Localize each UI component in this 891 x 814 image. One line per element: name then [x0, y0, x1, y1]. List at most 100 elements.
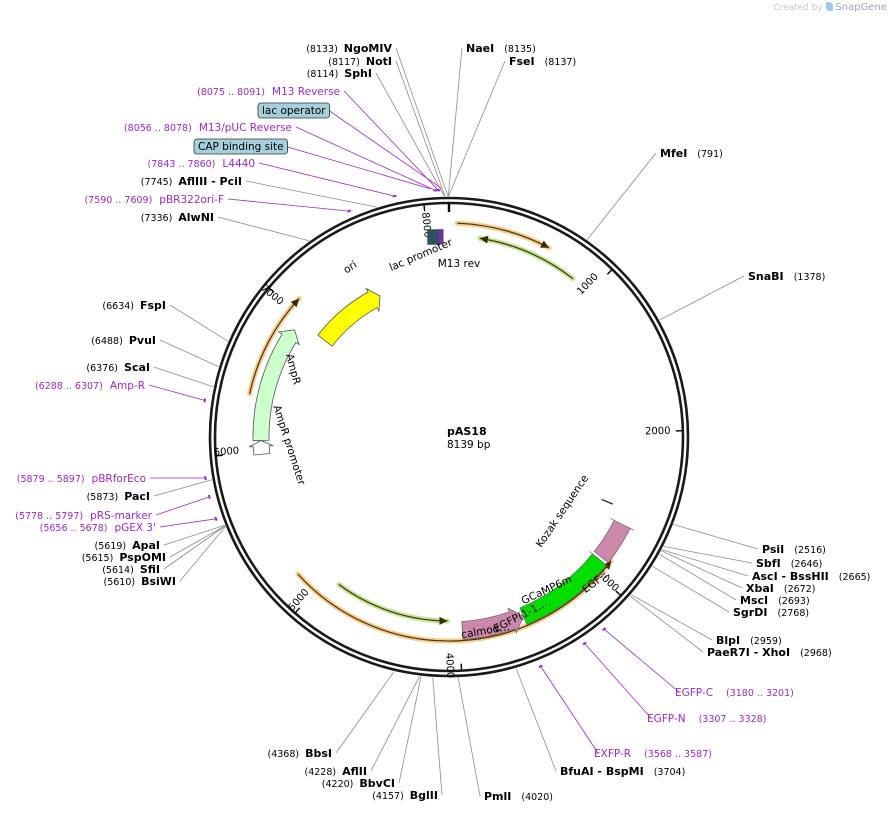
site-position: (2646) [791, 559, 823, 570]
primer-leader-line [155, 496, 210, 516]
site-name: PvuI [129, 334, 156, 347]
primer-mark [203, 398, 206, 403]
primer-mark [204, 476, 207, 481]
orf-arrowhead [439, 616, 448, 625]
site-name: NgoMIV [344, 42, 393, 55]
site-position: (791) [697, 149, 723, 160]
site-position: (4368) [268, 749, 300, 760]
site-leader-line [659, 553, 737, 601]
site-position: (4020) [521, 792, 553, 803]
site-name: BbsI [305, 747, 332, 760]
box-label-frame [257, 102, 330, 119]
site-position: (2672) [784, 584, 816, 595]
site-name: BlpI [716, 634, 740, 647]
calmodulin-arrow [461, 607, 524, 640]
site-leader-line [629, 595, 704, 653]
tick-mark [294, 607, 301, 614]
site-position: (5614) [102, 565, 134, 576]
box-label-text: lac operator [262, 105, 326, 117]
plasmid-name: pAS18 [447, 425, 487, 438]
primer-mark [392, 194, 397, 198]
primer-leader-line [295, 126, 436, 191]
site-leader-line [448, 60, 506, 197]
primer-name: Amp-R [110, 380, 145, 392]
primer-leader-line [343, 90, 439, 191]
site-name: PsiI [762, 543, 784, 556]
primer-range: (3307 .. 3328) [699, 714, 767, 725]
egfp-block [519, 551, 610, 625]
primer-range: (3180 .. 3201) [726, 688, 794, 699]
orf-arrowhead [479, 235, 489, 244]
site-name: AflII [342, 765, 367, 778]
site-leader-line [652, 565, 730, 613]
site-position: (2516) [794, 545, 826, 556]
primer-mark [214, 516, 218, 521]
site-leader-line [659, 275, 745, 321]
primer-range: (5778 .. 5797) [15, 511, 83, 522]
tick-label: 1000 [575, 271, 601, 297]
box-leader-line [329, 110, 442, 189]
ampr-promoter-label: AmpR promoter [270, 404, 307, 488]
site-name: XbaI [746, 582, 774, 595]
orf-line [338, 584, 448, 622]
site-leader-line [432, 677, 443, 796]
ampr-label: AmpR [283, 353, 303, 386]
site-name: BsiWI [141, 575, 176, 588]
box-label-text: CAP binding site [198, 141, 284, 153]
site-position: (6488) [91, 336, 123, 347]
primer-name: L4440 [222, 158, 255, 170]
tick-mark [423, 204, 426, 212]
primer-name: EGFP-N [647, 713, 686, 725]
site-leader-line [457, 677, 481, 797]
ampr-promoter-arrow [249, 440, 274, 456]
site-position: (4228) [305, 767, 337, 778]
primer-leader-line [603, 628, 680, 693]
site-leader-line [375, 72, 445, 197]
kozak-mark [601, 498, 614, 505]
site-name: SgrDI [733, 606, 767, 619]
site-position: (8135) [504, 44, 536, 55]
tick-label: 6000 [213, 446, 239, 459]
primer-range: (5656 .. 5678) [40, 523, 108, 534]
site-leader-line [631, 594, 713, 641]
primer-leader-line [159, 518, 216, 528]
primer-range: (8056 .. 8078) [124, 123, 192, 134]
primer-mark [207, 494, 211, 499]
site-name: SnaBI [748, 270, 784, 283]
tick-mark [615, 590, 622, 597]
primer-name: pGEX 3' [114, 522, 156, 534]
tick-mark [215, 454, 223, 457]
site-leader-line [245, 180, 377, 208]
site-name: AlwNI [178, 211, 214, 224]
primer-range: (6288 .. 6307) [35, 381, 103, 392]
site-leader-line [515, 668, 557, 772]
snapgene-logo-icon [825, 2, 833, 11]
primer-name: M13 Reverse [272, 86, 340, 98]
site-leader-line [159, 339, 219, 367]
plasmid-length: 8139 bp [447, 439, 491, 451]
primer-leader-line [258, 162, 395, 197]
site-leader-line [163, 525, 226, 570]
watermark-prefix: Created by [773, 3, 823, 13]
primer-mark [601, 627, 607, 632]
site-name: NaeI [466, 42, 494, 55]
primer-mark [346, 209, 352, 213]
orf-line [457, 222, 550, 249]
site-position: (2959) [750, 636, 782, 647]
site-leader-line [217, 216, 310, 242]
m13-rev-label: M13 rev [438, 258, 481, 270]
site-leader-line [153, 479, 212, 497]
site-position: (5610) [104, 577, 136, 588]
site-name: PacI [124, 490, 150, 503]
site-name: BglII [410, 789, 438, 802]
site-position: (4220) [322, 779, 354, 790]
orf-line [249, 298, 300, 395]
site-position: (3704) [654, 767, 686, 778]
site-name: FseI [509, 55, 535, 68]
ampr-arrow [252, 329, 300, 442]
tick-mark [606, 268, 613, 275]
primer-name: pBRforEco [92, 473, 146, 485]
site-position: (2693) [778, 596, 810, 607]
backbone-outer-ring [208, 196, 690, 678]
